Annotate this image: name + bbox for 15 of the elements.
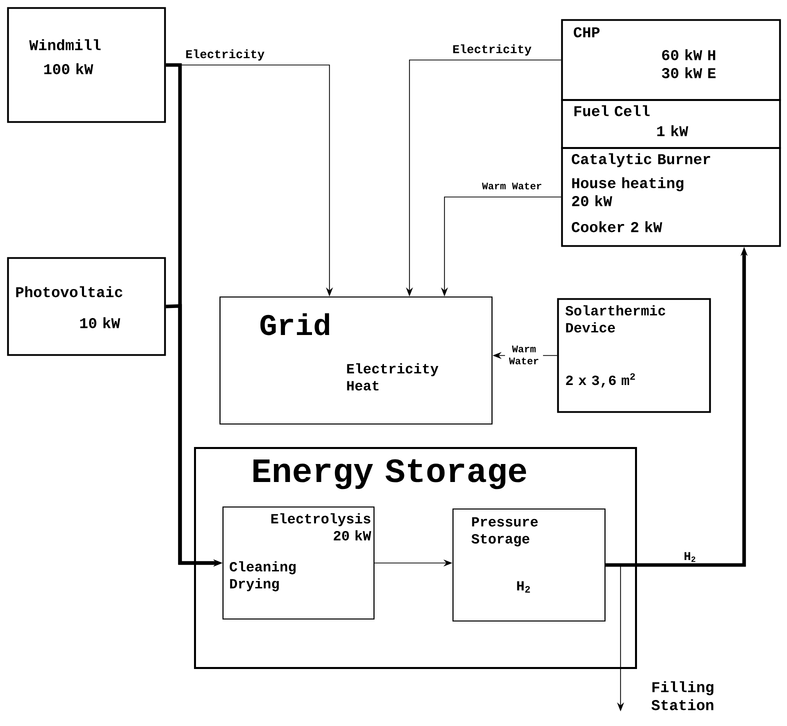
process-box: Windmill 100 kW [7,7,166,123]
text-label: Filling Station [652,681,714,710]
process-box: Solarthermic Device 2 x 3,6 m$^{2}$ [557,298,711,413]
process-box: Pressure Storage H$_{2}$ [452,508,606,622]
process-box: Electrolysis 20 kW Cleaning Drying [222,506,375,620]
process-box: Grid Electricity Heat [219,296,493,425]
edge-label: Electricity [184,48,266,62]
edge-label: Warm Water [481,182,543,190]
process-box: Catalytic Burner House heating 20 kW Cooker 2 kW [561,147,781,247]
edge-label: Electricity [451,43,533,57]
process-box: Photovoltaic 10 kW [7,257,166,356]
process-box: CHP 60 kW H 30 kW E [561,19,781,101]
process-box: Fuel Cell 1 kW [561,99,781,149]
edge-label: H$_{2}$ [682,551,698,563]
edge-label: Warm Water [505,344,543,366]
